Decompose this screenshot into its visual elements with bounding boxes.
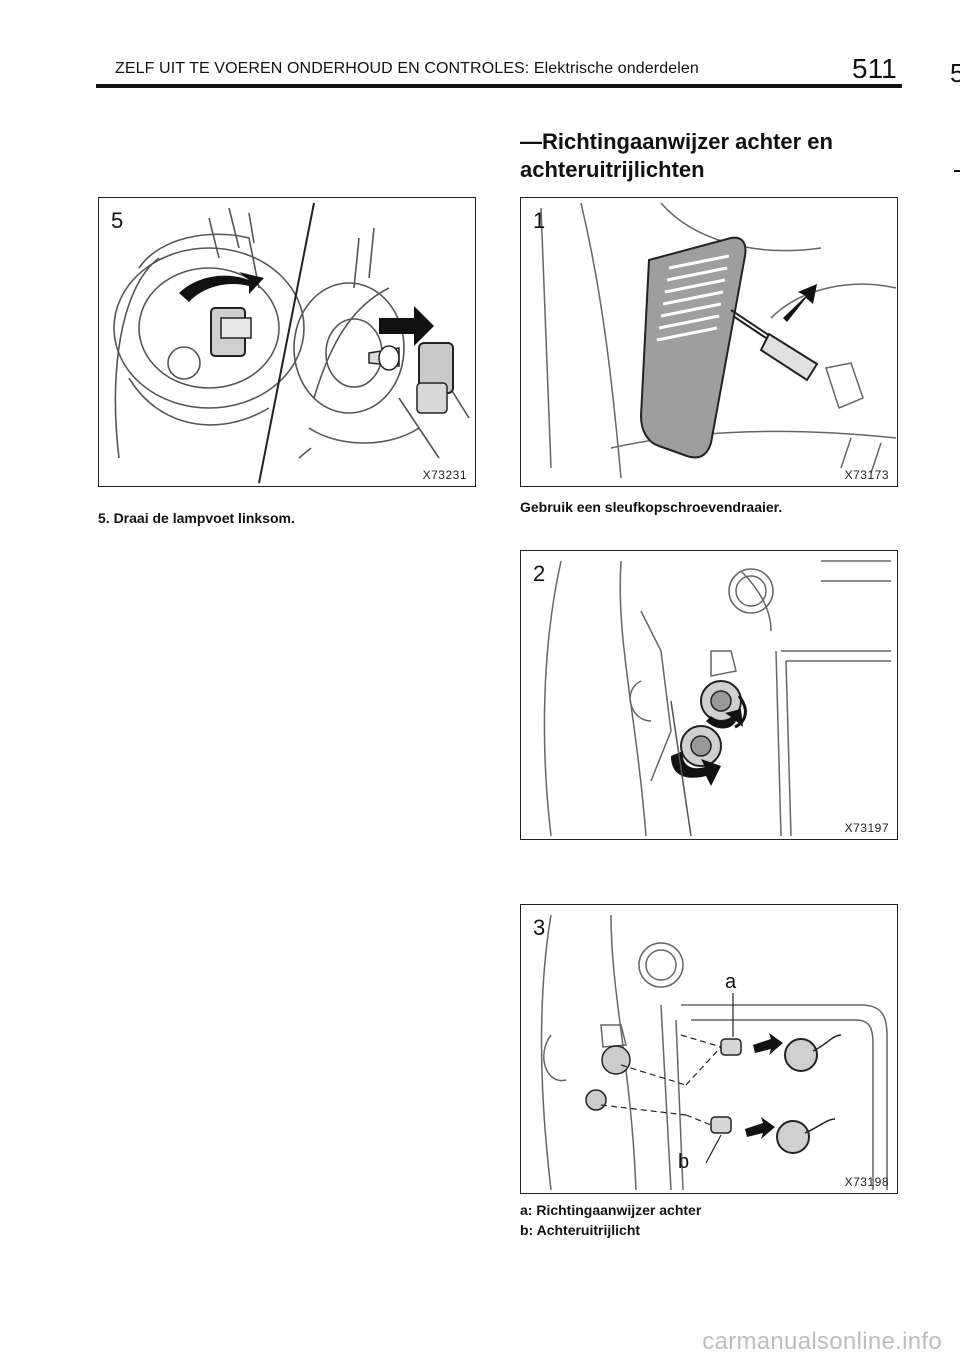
header-rule	[96, 84, 902, 88]
callout-label-b: b	[678, 1151, 690, 1173]
figure-code: X73198	[844, 1175, 889, 1189]
figure-bulb-replacement: 3 a b X73198	[520, 904, 898, 1194]
figure-socket-twist: 2 X73197	[520, 550, 898, 840]
figure-number: 5	[111, 208, 124, 233]
legend-a: a: Richtingaanwijzer achter	[520, 1202, 702, 1218]
figure-number: 2	[533, 561, 546, 586]
page-number: 511	[852, 53, 897, 84]
figure-code: X73231	[422, 468, 467, 482]
illustration-bulb-exploded	[540, 914, 888, 1191]
legend-b: b: Achteruitrijlicht	[520, 1222, 641, 1238]
edge-tick	[954, 170, 960, 172]
running-header: ZELF UIT TE VOEREN ONDERHOUD EN CONTROLE…	[115, 60, 699, 77]
figure-code: X73173	[844, 468, 889, 482]
figure-bulb-socket: 5 X73231	[98, 197, 476, 487]
figure-code: X73197	[844, 821, 889, 835]
illustration-rear-lamp-sockets	[543, 560, 891, 837]
figure-caption: Gebruik een sleufkopschroevendraaier.	[520, 499, 783, 515]
section-title: —Richtingaanwijzer achter en achteruitri…	[520, 129, 833, 182]
illustration-trim-cover	[540, 202, 897, 479]
figure-number: 1	[533, 208, 546, 233]
chapter-edge-mark: 5	[950, 58, 960, 88]
figure-number: 3	[533, 915, 546, 940]
figure-cover-removal: 1 X73173	[520, 197, 898, 487]
illustration-headlamp-bulb	[113, 202, 470, 484]
watermark: carmanualsonline.info	[702, 1328, 942, 1355]
callout-label-a: a	[725, 971, 737, 993]
figure-caption: 5. Draai de lampvoet linksom.	[98, 510, 295, 526]
